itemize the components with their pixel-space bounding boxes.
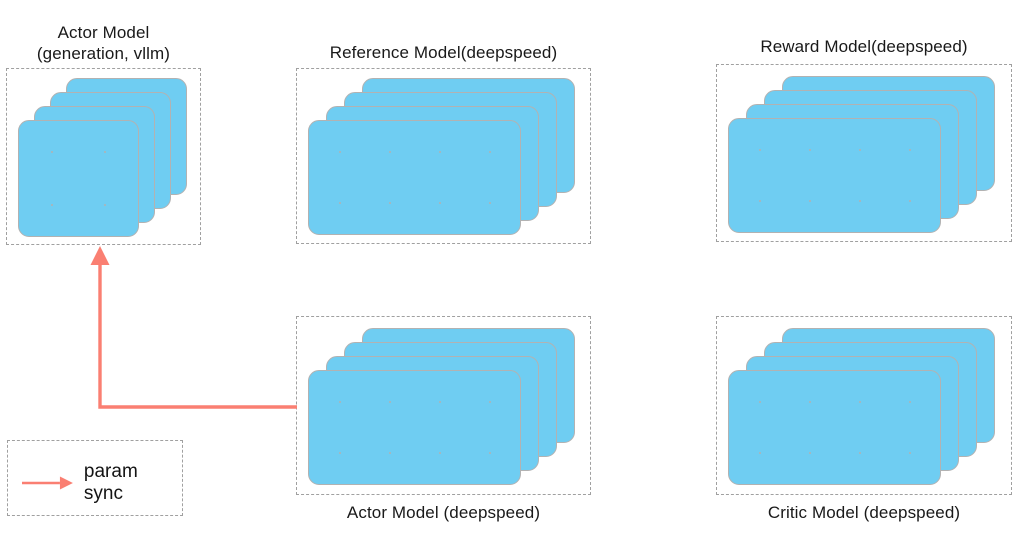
card-cell — [858, 401, 861, 403]
card-cell — [438, 452, 441, 454]
legend-label-param-sync: param sync — [83, 461, 138, 504]
card-layer-1 — [728, 370, 941, 485]
card-cell — [388, 151, 391, 153]
connector-path — [98, 262, 297, 409]
card-cell — [758, 452, 761, 454]
card-cell — [104, 204, 106, 206]
card-layer-1 — [308, 120, 521, 235]
card-stack-reference-model — [296, 68, 591, 244]
card-cell — [758, 401, 761, 403]
card-cell — [908, 401, 911, 403]
card-cell — [908, 149, 911, 151]
card-cell — [338, 202, 341, 204]
card-cell — [858, 149, 861, 151]
card-cell — [438, 202, 441, 204]
card-cell — [488, 401, 491, 403]
card-layer-1 — [728, 118, 941, 233]
group-critic-model: Critic Model (deepspeed) — [716, 316, 1012, 522]
legend-entry-param-sync: param sync — [20, 461, 182, 505]
card-stack-reward-model — [716, 64, 1012, 242]
group-actor-deepspeed: Actor Model (deepspeed) — [296, 316, 591, 522]
group-actor-vllm: Actor Model (generation, vllm) — [6, 23, 201, 245]
connector-arrowhead — [90, 246, 110, 265]
card-cell — [338, 452, 341, 454]
legend-box: param sync — [7, 440, 183, 516]
group-actor-deepspeed-caption: Actor Model (deepspeed) — [346, 503, 541, 522]
card-cell — [388, 452, 391, 454]
group-actor-vllm-caption: Actor Model (generation, vllm) — [36, 23, 171, 63]
group-critic-model-caption: Critic Model (deepspeed) — [767, 503, 961, 522]
group-reward-model: Reward Model(deepspeed) — [716, 37, 1012, 242]
card-stack-actor-deepspeed — [296, 316, 591, 495]
card-layer-1 — [308, 370, 521, 485]
card-cell — [488, 151, 491, 153]
card-layer-1 — [18, 120, 139, 237]
card-cell — [51, 204, 53, 206]
group-reference-model-boundary — [296, 68, 591, 244]
card-cell — [488, 452, 491, 454]
card-cell — [51, 151, 53, 153]
group-critic-model-boundary — [716, 316, 1012, 495]
group-reward-model-boundary — [716, 64, 1012, 242]
card-cell — [808, 452, 811, 454]
card-cell — [858, 200, 861, 202]
card-cell — [808, 149, 811, 151]
card-cell — [438, 401, 441, 403]
card-stack-actor-vllm — [6, 68, 201, 245]
card-cell — [338, 151, 341, 153]
card-cell — [908, 452, 911, 454]
group-reference-model: Reference Model(deepspeed) — [296, 43, 591, 244]
card-cell — [104, 151, 106, 153]
card-cell — [808, 200, 811, 202]
param-sync-arrow-icon — [21, 476, 73, 490]
card-cell — [488, 202, 491, 204]
card-cell — [338, 401, 341, 403]
card-cell — [808, 401, 811, 403]
card-cell — [858, 452, 861, 454]
card-cell — [758, 149, 761, 151]
card-cell — [908, 200, 911, 202]
card-cell — [388, 202, 391, 204]
group-reward-model-caption: Reward Model(deepspeed) — [760, 37, 968, 56]
card-cell — [388, 401, 391, 403]
group-reference-model-caption: Reference Model(deepspeed) — [329, 43, 558, 62]
card-cell — [438, 151, 441, 153]
group-actor-vllm-boundary — [6, 68, 201, 245]
card-stack-critic-model — [716, 316, 1012, 495]
card-cell — [758, 200, 761, 202]
